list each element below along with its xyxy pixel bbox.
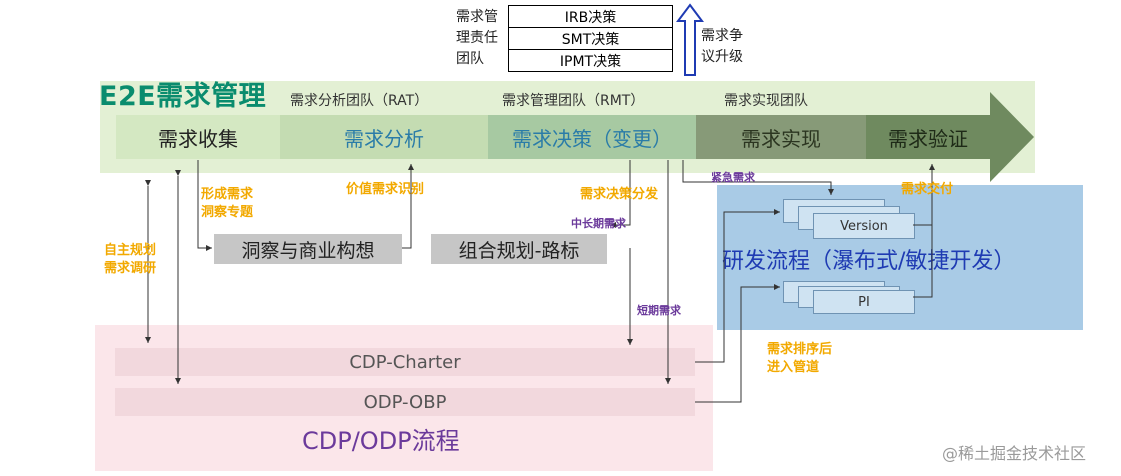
decision-ipmt: IPMT决策 xyxy=(508,49,673,72)
team-rmt: 需求管理团队（RMT） xyxy=(502,93,645,109)
e2e-title: E2E需求管理 xyxy=(99,81,267,112)
self-planning-label: 自主规划 需求调研 xyxy=(104,243,157,276)
manager-team-label: 需求管 理责任 团队 xyxy=(456,9,498,67)
stage-bg-verify xyxy=(866,92,1034,182)
portfolio-box: 组合规划-路标 xyxy=(431,234,607,264)
decision-table: IRB决策 SMT决策 IPMT决策 xyxy=(508,5,673,72)
short-term-label: 短期需求 xyxy=(637,304,681,317)
version-card: Version xyxy=(813,213,915,239)
stage-implement: 需求实现 xyxy=(741,126,821,151)
decision-smt: SMT决策 xyxy=(508,27,673,50)
escalate-label: 需求争 议升级 xyxy=(701,28,743,65)
cdp-charter-bar: CDP-Charter xyxy=(115,348,695,376)
pipeline-label: 需求排序后 进入管道 xyxy=(767,342,833,375)
stage-analysis: 需求分析 xyxy=(344,126,424,151)
cdp-title: CDP/ODP流程 xyxy=(302,427,460,455)
insight-box: 洞察与商业构想 xyxy=(214,234,402,264)
rd-title: 研发流程（瀑布式/敏捷开发） xyxy=(722,249,1016,274)
decision-dispatch-label: 需求决策分发 xyxy=(580,187,659,202)
delivery-label: 需求交付 xyxy=(901,182,954,197)
stage-collect: 需求收集 xyxy=(158,126,238,151)
urgent-label: 紧急需求 xyxy=(711,171,755,184)
stage-verify: 需求验证 xyxy=(888,126,968,151)
stage-bg-analysis xyxy=(280,115,488,159)
team-impl: 需求实现团队 xyxy=(724,93,808,109)
insight-topic-label: 形成需求 洞察专题 xyxy=(201,187,254,220)
mid-long-label: 中长期需求 xyxy=(571,217,626,230)
team-rat: 需求分析团队（RAT） xyxy=(290,93,429,109)
escalation-arrow-icon xyxy=(676,3,704,76)
stage-decision: 需求决策（变更） xyxy=(512,126,672,151)
value-req-label: 价值需求识别 xyxy=(346,182,425,197)
pi-card: PI xyxy=(813,290,915,314)
odp-obp-bar: ODP-OBP xyxy=(115,388,695,416)
stage-bg-decision xyxy=(488,115,696,159)
stage-bg-implement xyxy=(696,115,866,159)
watermark: @稀土掘金技术社区 xyxy=(942,444,1087,463)
